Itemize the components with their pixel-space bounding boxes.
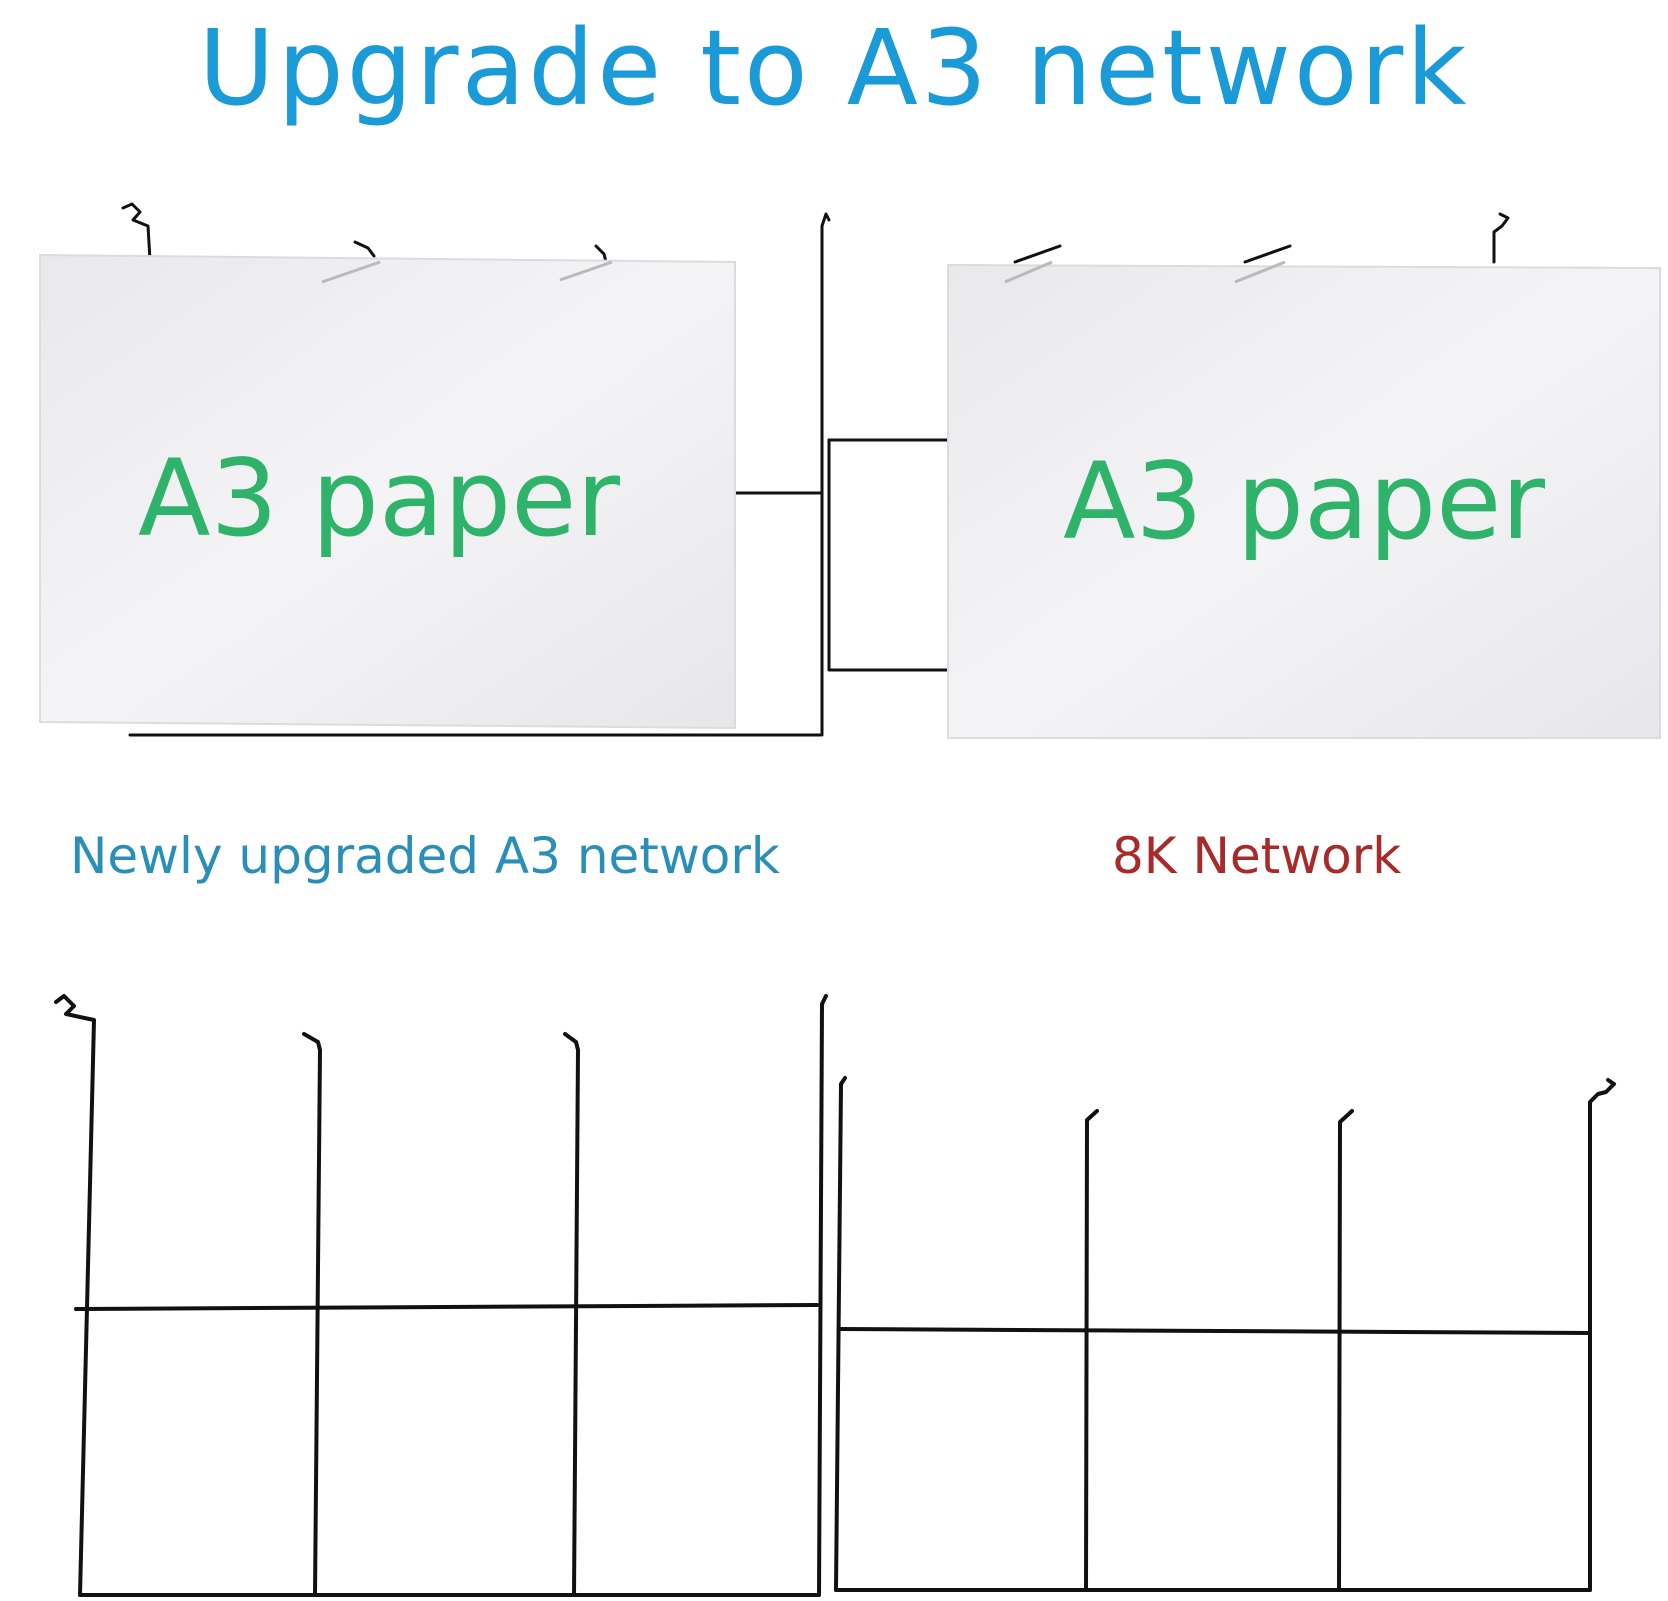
- left-paper-label: A3 paper: [138, 437, 620, 560]
- caption-newly-upgraded: Newly upgraded A3 network: [70, 827, 780, 885]
- left-paper-sheet: [39, 253, 736, 730]
- right-paper-sheet: [947, 260, 1661, 739]
- caption-8k-network: 8K Network: [1112, 827, 1402, 885]
- bottom-left-rack-wire: [54, 994, 828, 1597]
- bottom-right-rack-wire: [834, 1076, 1616, 1592]
- page-title: Upgrade to A3 network: [198, 7, 1470, 129]
- top-rack-wire: [121, 202, 1510, 737]
- right-paper-label: A3 paper: [1063, 440, 1545, 563]
